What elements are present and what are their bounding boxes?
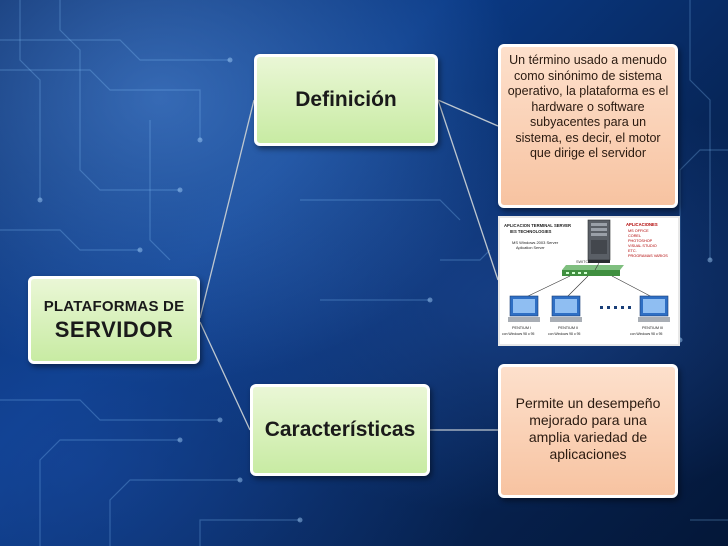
diagram-server-os: MS Windows 2003 Server bbox=[512, 240, 559, 245]
diagram-client-1-name: PENTIUM I bbox=[512, 326, 531, 330]
diagram-server-os2: Aplication Server bbox=[516, 246, 545, 250]
diagram-app-6: PROGRAMAS VARIOS bbox=[628, 254, 668, 258]
connector-definicion-image bbox=[437, 99, 499, 281]
network-diagram-image: APLICACION TERMINAL SERVER IES TECHNOLOG… bbox=[498, 216, 680, 346]
diagram-app-3: PHOTOSHOP bbox=[628, 239, 653, 243]
diagram-client-3-os: con Windows 98 o 95 bbox=[630, 332, 663, 336]
diagram-client-2-name: PENTIUM II bbox=[558, 326, 578, 330]
diagram-app-4: VISUAL STUDIO bbox=[628, 244, 657, 248]
diagram-app-1: MS OFFICE bbox=[628, 229, 649, 233]
definicion-description-text: Un término usado a menudo como sinónimo … bbox=[507, 53, 669, 160]
diagram-switch-label: SWITCH bbox=[576, 260, 591, 264]
client-pc-2-icon bbox=[550, 295, 582, 322]
node-caracteristicas: Características bbox=[250, 384, 430, 476]
diagram-app-5: ETC. bbox=[628, 249, 637, 253]
diagram-server-subtitle: IES TECHNOLOGIES bbox=[510, 229, 552, 234]
switch-icon bbox=[562, 265, 624, 276]
client-pc-1-icon bbox=[508, 295, 540, 322]
ellipsis-dots bbox=[600, 306, 631, 309]
diagram-client-2-os: con Windows 98 o 95 bbox=[548, 332, 581, 336]
definicion-description-box: Un término usado a menudo como sinónimo … bbox=[498, 44, 678, 208]
network-cables bbox=[523, 262, 655, 299]
connector-definicion-description bbox=[437, 99, 499, 127]
root-node-line1: PLATAFORMAS DE bbox=[43, 297, 185, 315]
network-diagram-svg: APLICACION TERMINAL SERVER IES TECHNOLOG… bbox=[500, 218, 678, 344]
client-pc-3-icon bbox=[638, 295, 670, 322]
connector-root-definicion bbox=[199, 99, 255, 319]
root-node-line2: SERVIDOR bbox=[54, 316, 174, 342]
server-tower-icon bbox=[587, 219, 611, 263]
diagram-apps-title: APLICACIONES bbox=[626, 222, 658, 227]
connector-root-caracteristicas bbox=[199, 321, 251, 431]
diagram-client-3-name: PENTIUM III bbox=[642, 326, 663, 330]
node-definicion: Definición bbox=[254, 54, 438, 146]
root-node-plataformas-de-servidor: PLATAFORMAS DE SERVIDOR bbox=[28, 276, 200, 364]
caracteristicas-description-box: Permite un desempeño mejorado para una a… bbox=[498, 364, 678, 498]
diagram-app-2: COREL bbox=[628, 234, 641, 238]
diagram-client-1-os: con Windows 98 o 95 bbox=[502, 332, 535, 336]
diagram-server-title: APLICACION TERMINAL SERVER bbox=[504, 223, 571, 228]
caracteristicas-description-text: Permite un desempeño mejorado para una a… bbox=[515, 395, 661, 462]
